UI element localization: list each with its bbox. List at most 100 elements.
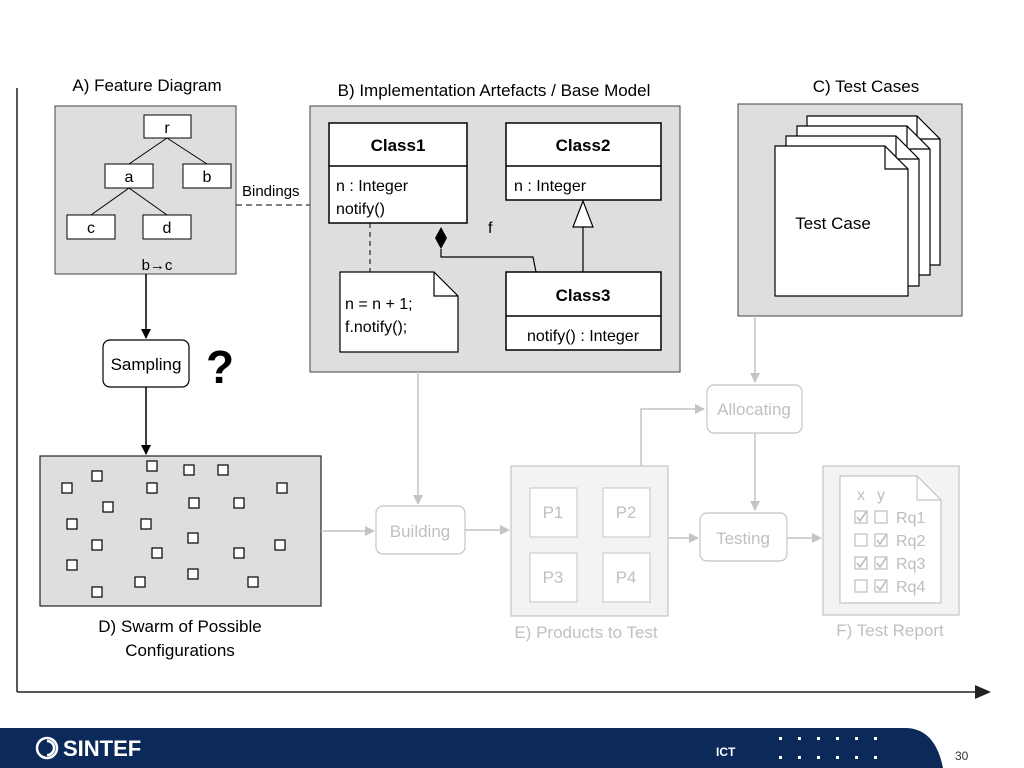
association-label: f xyxy=(488,220,493,237)
swarm-title-line2: Configurations xyxy=(125,641,235,660)
svg-text:c: c xyxy=(87,220,95,237)
feature-node-b: b xyxy=(182,163,232,189)
config-square xyxy=(140,518,152,530)
uml-class1: Class1 n : Integer notify() xyxy=(328,122,468,224)
report-title: F) Test Report xyxy=(836,621,944,640)
svg-text:P2: P2 xyxy=(616,503,637,522)
checkbox-x xyxy=(854,579,868,593)
footer-dot xyxy=(836,737,839,740)
composition-line xyxy=(440,249,537,273)
feature-diagram-title: A) Feature Diagram xyxy=(72,76,221,95)
bindings-label: Bindings xyxy=(242,183,300,200)
svg-text:n = n + 1;: n = n + 1; xyxy=(345,296,413,313)
svg-text:n : Integer: n : Integer xyxy=(336,178,409,195)
config-square xyxy=(146,460,158,472)
feature-node-r: r xyxy=(143,114,192,139)
footer-dot-grid xyxy=(779,737,877,759)
x-axis-arrowhead xyxy=(975,685,991,699)
svg-text:Building: Building xyxy=(390,522,451,541)
report-col-y: y xyxy=(877,487,885,504)
checkbox-x xyxy=(854,533,868,547)
config-square xyxy=(134,576,146,588)
feature-node-c: c xyxy=(66,214,116,240)
report-row: Rq4 xyxy=(854,579,925,596)
config-square xyxy=(187,568,199,580)
svg-text:P1: P1 xyxy=(543,503,564,522)
testing-step: Testing xyxy=(699,512,788,562)
svg-text:Testing: Testing xyxy=(716,529,770,548)
check-icon xyxy=(856,557,867,569)
footer-dot xyxy=(779,756,782,759)
report-row: Rq2 xyxy=(854,533,925,550)
footer-dot xyxy=(874,756,877,759)
svg-text:Class3: Class3 xyxy=(556,286,611,305)
test-cases-panel: Test Case xyxy=(737,103,963,317)
feature-diagram-panel: r a b c d b→c xyxy=(54,105,237,275)
config-square xyxy=(217,464,229,476)
config-square xyxy=(91,470,103,482)
report-row-label: Rq2 xyxy=(896,533,925,550)
swarm-title-line1: D) Swarm of Possible xyxy=(98,617,261,636)
config-square xyxy=(66,559,78,571)
allocating-step: Allocating xyxy=(706,384,803,434)
checkbox-y xyxy=(874,510,888,524)
check-icon xyxy=(876,534,887,546)
check-icon xyxy=(876,580,887,592)
product-p2: P2 xyxy=(602,487,651,538)
report-row: Rq3 xyxy=(854,556,925,573)
feature-node-d: d xyxy=(142,214,192,240)
svg-text:Class2: Class2 xyxy=(556,136,611,155)
composition-diamond-icon xyxy=(435,227,447,249)
building-step: Building xyxy=(375,505,466,555)
svg-text:notify(): notify() xyxy=(336,201,385,218)
footer-bar: SINTEF ICT 30 xyxy=(0,728,969,768)
report-col-x: x xyxy=(857,487,865,504)
swarm-panel xyxy=(39,455,322,607)
configuration-squares xyxy=(61,460,288,598)
config-square xyxy=(274,539,286,551)
check-icon xyxy=(876,557,887,569)
test-case-stack: Test Case xyxy=(774,115,941,297)
faded-pipeline: Building P1 P2 P3 P4 E) Products to Test xyxy=(321,316,960,642)
config-square xyxy=(188,497,200,509)
implementation-panel: Class1 n : Integer notify() Class2 n : I… xyxy=(309,105,681,373)
config-square xyxy=(91,586,103,598)
config-square xyxy=(276,482,288,494)
implementation-title: B) Implementation Artefacts / Base Model xyxy=(338,81,651,100)
config-square xyxy=(187,532,199,544)
test-cases-title: C) Test Cases xyxy=(813,77,919,96)
report-row: Rq1 xyxy=(854,510,925,527)
products-title: E) Products to Test xyxy=(514,623,658,642)
config-square xyxy=(151,547,163,559)
uml-class3: Class3 notify() : Integer xyxy=(505,271,662,351)
report-row-label: Rq3 xyxy=(896,556,925,573)
sintef-logo-text: SINTEF xyxy=(63,736,141,761)
svg-text:Allocating: Allocating xyxy=(717,400,791,419)
svg-text:f.notify();: f.notify(); xyxy=(345,319,407,336)
svg-text:Sampling: Sampling xyxy=(111,355,182,374)
footer-dot xyxy=(817,737,820,740)
question-mark: ? xyxy=(206,341,234,393)
footer-dot xyxy=(798,737,801,740)
feature-node-a: a xyxy=(104,163,154,189)
sampling-step: Sampling xyxy=(102,339,190,388)
report-row-label: Rq1 xyxy=(896,510,925,527)
sintef-swirl-icon xyxy=(35,736,59,760)
footer-dot xyxy=(855,756,858,759)
config-square xyxy=(233,497,245,509)
svg-text:a: a xyxy=(125,169,134,186)
config-square xyxy=(66,518,78,530)
config-square xyxy=(233,547,245,559)
product-p1: P1 xyxy=(529,487,578,538)
config-square xyxy=(183,464,195,476)
diagram-canvas: A) Feature Diagram B) Implementation Art… xyxy=(16,76,991,699)
report-document-icon xyxy=(839,475,942,604)
feature-constraint: b→c xyxy=(142,257,173,274)
page-number: 30 xyxy=(955,749,969,763)
svg-text:notify() : Integer: notify() : Integer xyxy=(527,328,640,345)
report-row-label: Rq4 xyxy=(896,579,925,596)
footer-unit: ICT xyxy=(716,745,736,759)
svg-text:P3: P3 xyxy=(543,568,564,587)
